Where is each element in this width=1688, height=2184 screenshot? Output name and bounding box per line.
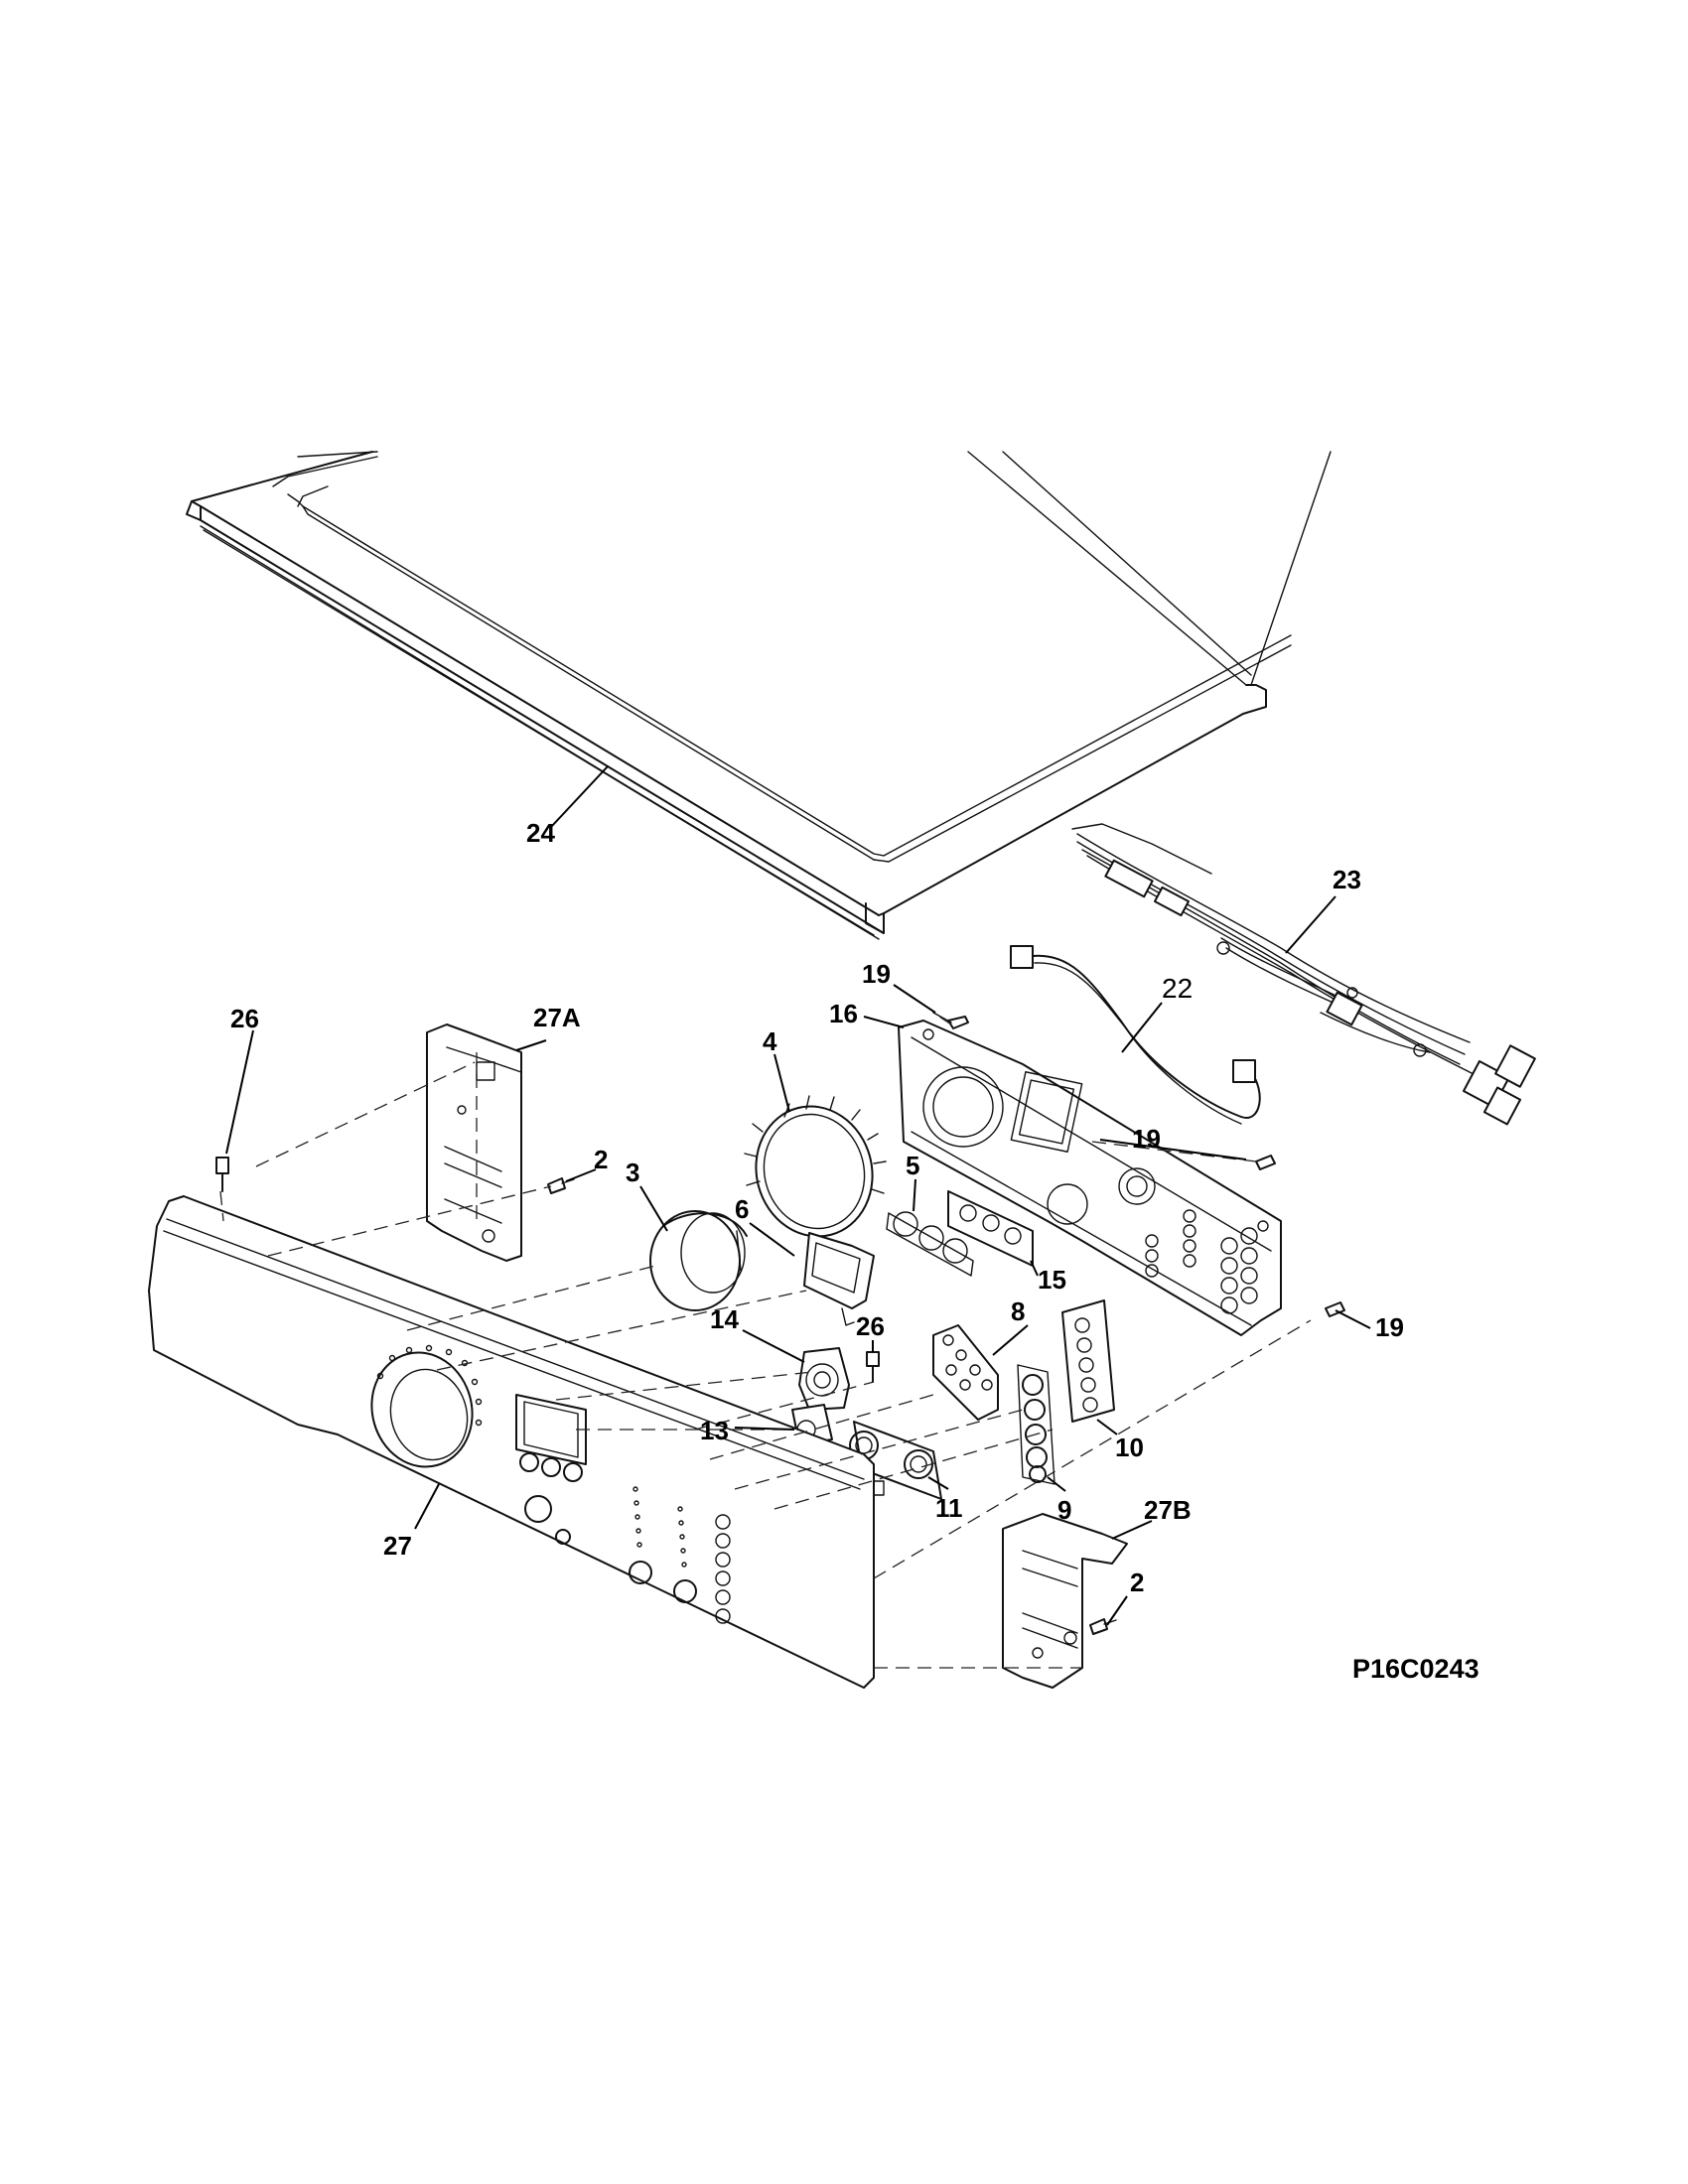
- screw-19-right: [1255, 1155, 1276, 1170]
- callout-19-right: 19: [1375, 1312, 1404, 1342]
- callout-16: 16: [829, 999, 858, 1028]
- display-lens-part: [803, 1232, 875, 1326]
- switch-block-part: [932, 1324, 999, 1421]
- selector-knob-part: [649, 1210, 748, 1311]
- callout-3: 3: [626, 1158, 639, 1187]
- screw-2-lower: [1089, 1618, 1117, 1635]
- callout-11: 11: [935, 1493, 963, 1523]
- callout-24: 24: [526, 818, 555, 848]
- screw-19-top: [932, 1012, 969, 1029]
- wire-harness-part: [1071, 823, 1536, 1126]
- screw-26-left: [215, 1157, 229, 1192]
- callout-8: 8: [1011, 1297, 1025, 1326]
- callout-5: 5: [906, 1151, 919, 1180]
- callout-23: 23: [1333, 865, 1361, 894]
- switch-pair-part: [886, 1211, 974, 1277]
- button-column-part: [1017, 1364, 1055, 1485]
- callout-19-middle: 19: [1132, 1124, 1161, 1154]
- encoder-part: [798, 1347, 850, 1411]
- callout-15: 15: [1038, 1265, 1066, 1295]
- callout-27b: 27B: [1144, 1495, 1192, 1525]
- housing-button-pads: [1145, 1209, 1258, 1314]
- callout-2-lower: 2: [1130, 1568, 1144, 1597]
- callout-26-center: 26: [856, 1311, 885, 1341]
- selector-ring-part: [744, 1095, 887, 1238]
- control-board-housing-part: [898, 1020, 1282, 1336]
- callout-labels: 24 23 22 19 19 19 16 4 5 6 15 3 2 26 26 …: [230, 818, 1404, 1597]
- callout-22: 22: [1162, 973, 1193, 1004]
- callout-27: 27: [383, 1531, 412, 1561]
- callout-6: 6: [735, 1194, 749, 1224]
- callout-14: 14: [710, 1304, 739, 1334]
- bracket-27a-part: [426, 1024, 522, 1262]
- screw-26-center: [866, 1351, 880, 1383]
- callout-2-upper: 2: [594, 1145, 608, 1174]
- screw-19-lower: [1325, 1301, 1345, 1317]
- console-panel-part: [148, 1195, 885, 1689]
- callout-26-left: 26: [230, 1004, 259, 1033]
- callout-13: 13: [700, 1416, 729, 1445]
- jumper-wire-part: [1010, 945, 1261, 1125]
- drawing-code: P16C0243: [1352, 1654, 1479, 1684]
- callout-10: 10: [1115, 1433, 1144, 1462]
- top-cover-part: [186, 451, 1332, 940]
- bracket-27b-part: [1002, 1513, 1128, 1689]
- led-column-part: [1061, 1299, 1115, 1423]
- alignment-lines: [219, 1012, 1312, 1669]
- callout-4: 4: [763, 1026, 777, 1056]
- callout-9: 9: [1057, 1495, 1071, 1525]
- callout-27a: 27A: [533, 1003, 581, 1032]
- callout-19-top: 19: [862, 959, 891, 989]
- leader-lines: [225, 765, 1371, 1626]
